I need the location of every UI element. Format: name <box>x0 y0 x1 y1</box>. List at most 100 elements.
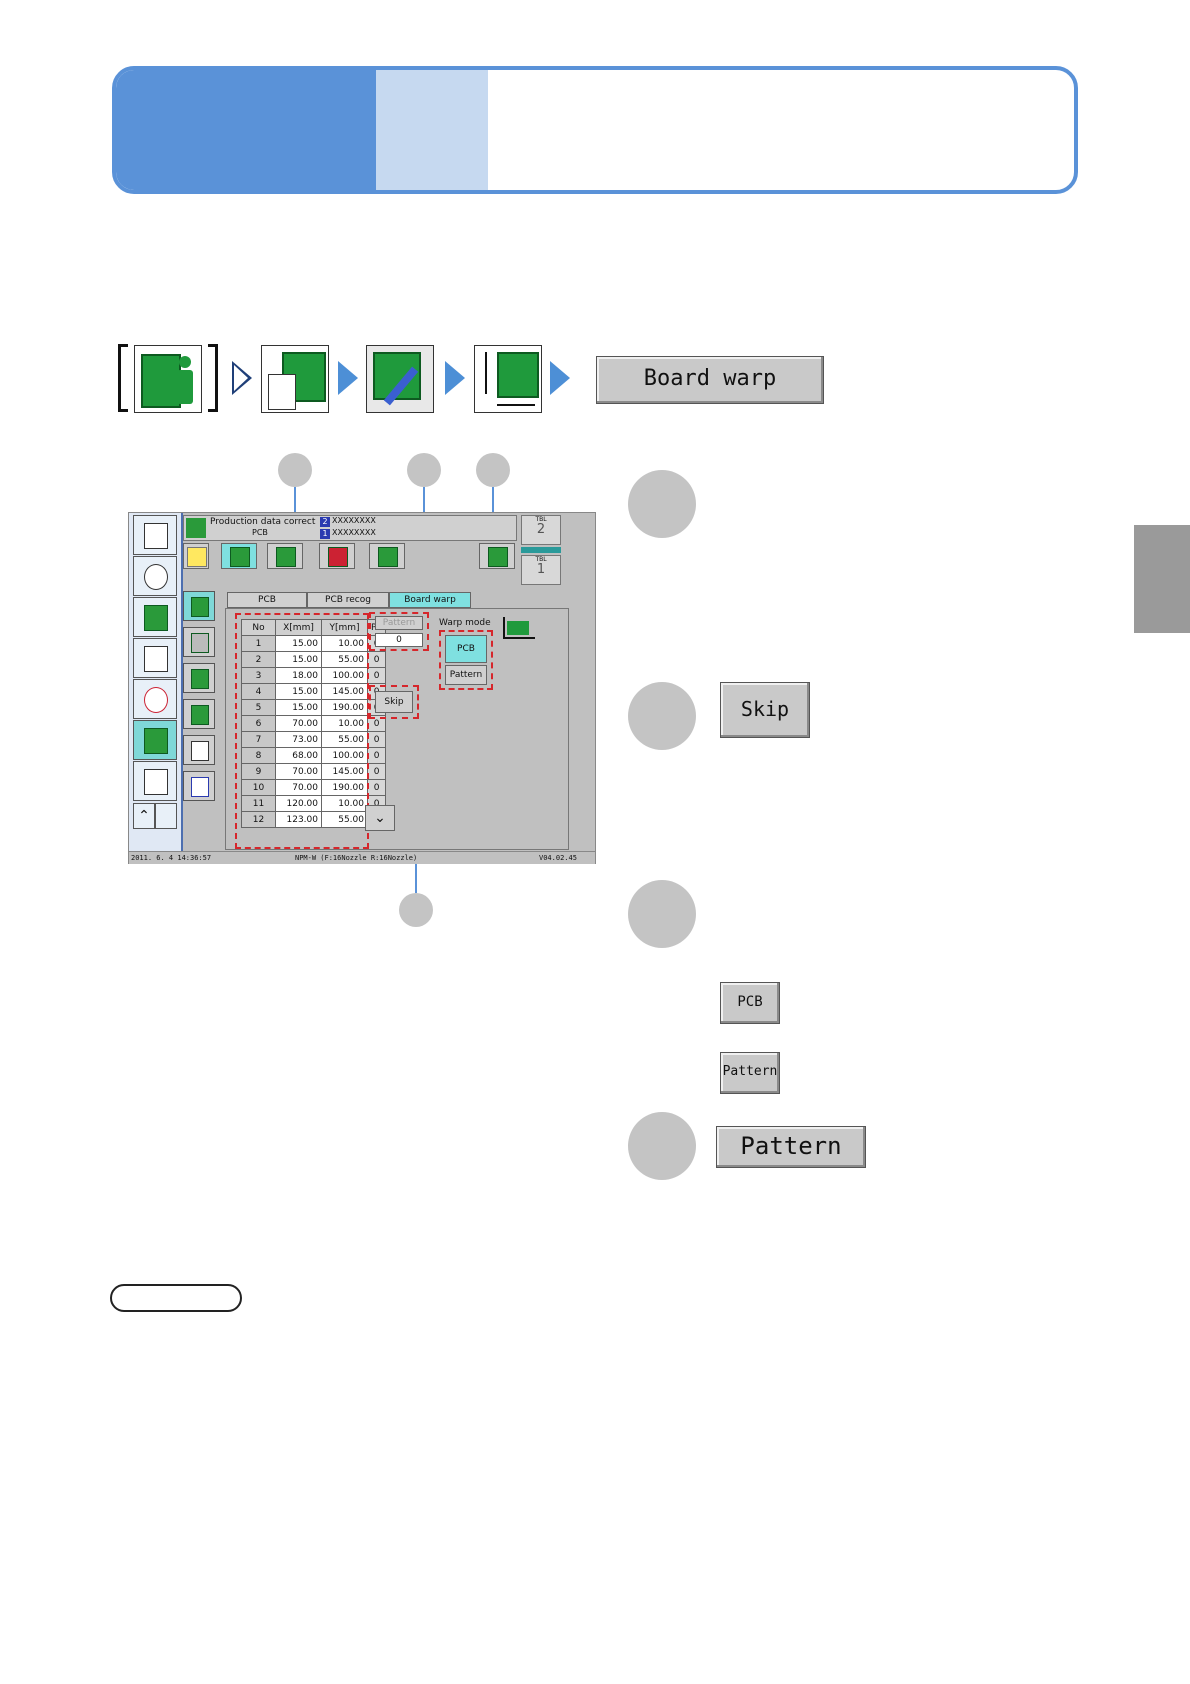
pattern-value-field[interactable]: 0 <box>375 633 423 647</box>
tool-arrow-button[interactable] <box>183 543 209 569</box>
pattern-highlight <box>369 612 429 651</box>
row-no: 1 <box>241 635 276 652</box>
row-pk[interactable]: 0 <box>366 731 387 748</box>
machine-screen-screenshot: ⌃ Production data correct PCB 2 XXXXXXXX… <box>128 512 596 864</box>
screen-title-bar: Production data correct PCB 2 XXXXXXXX 1… <box>183 515 517 541</box>
row-no: 12 <box>241 811 276 828</box>
table-1-indicator[interactable]: TBL 1 <box>521 555 561 585</box>
production-icon[interactable] <box>134 345 202 413</box>
callout-marker-3 <box>476 453 510 487</box>
col-y: Y[mm] <box>321 619 368 636</box>
tool-lane-button[interactable] <box>479 543 515 569</box>
scroll-up-icon[interactable]: ⌃ <box>133 803 155 829</box>
tab-board-warp[interactable]: Board warp <box>389 592 471 608</box>
production-data-icon[interactable] <box>261 345 329 413</box>
callout-marker-2 <box>407 453 441 487</box>
row-x[interactable]: 18.00 <box>275 667 322 684</box>
pcb-button-small[interactable]: PCB <box>720 982 780 1024</box>
row-pk[interactable]: 0 <box>366 651 387 668</box>
tool-component-button[interactable] <box>319 543 355 569</box>
bracket-left <box>118 344 128 412</box>
table-2-indicator[interactable]: TBL 2 <box>521 515 561 545</box>
chart-icon[interactable] <box>133 638 177 678</box>
banner-light-block <box>376 70 488 190</box>
row-y[interactable]: 100.00 <box>321 667 368 684</box>
row-y[interactable]: 55.00 <box>321 651 368 668</box>
warp-mode-highlight <box>439 630 493 690</box>
arrow-icon <box>445 361 465 395</box>
callout-marker-1 <box>278 453 312 487</box>
board-orientation-icon <box>501 617 535 641</box>
bracket-right <box>208 344 218 412</box>
tbl-number: 2 <box>536 522 546 537</box>
row-x[interactable]: 123.00 <box>275 811 322 828</box>
row-x[interactable]: 70.00 <box>275 715 322 732</box>
main-sidebar: ⌃ <box>129 513 183 863</box>
status-datetime: 2011. 6. 4 14:36:57 <box>131 854 212 862</box>
arrow-icon <box>338 361 358 395</box>
row-pk[interactable]: 0 <box>366 763 387 780</box>
row-no: 8 <box>241 747 276 764</box>
board-warp-icon[interactable] <box>474 345 542 413</box>
tool-pcb-button[interactable] <box>369 543 405 569</box>
note-label-pill <box>110 1284 242 1312</box>
row-no: 6 <box>241 715 276 732</box>
changeover-icon[interactable] <box>133 556 177 596</box>
lane-2-badge: 2 <box>320 517 330 527</box>
row-pk[interactable]: 0 <box>366 747 387 764</box>
split-board-icon[interactable] <box>183 663 215 693</box>
home-icon[interactable] <box>133 515 177 555</box>
lane-1-badge: 1 <box>320 529 330 539</box>
tray-icon[interactable] <box>183 771 215 801</box>
production-icon <box>186 518 206 538</box>
machine-icon[interactable] <box>133 761 177 801</box>
pcb-data-icon[interactable] <box>133 597 177 637</box>
page-down-button[interactable]: ⌄ <box>365 805 395 831</box>
row-x[interactable]: 73.00 <box>275 731 322 748</box>
tab-pcb-recog[interactable]: PCB recog <box>307 592 389 608</box>
row-no: 10 <box>241 779 276 796</box>
pattern-button-large[interactable]: Pattern <box>716 1126 866 1168</box>
tbl-label: TBL <box>535 516 547 523</box>
data-correct-icon[interactable] <box>366 345 434 413</box>
row-pk[interactable]: 0 <box>366 779 387 796</box>
sub-sidebar <box>183 591 217 803</box>
warp-mode-pcb-button[interactable]: PCB <box>445 635 487 663</box>
arrow-icon <box>232 361 252 395</box>
row-y[interactable]: 10.00 <box>321 635 368 652</box>
tab-pcb[interactable]: PCB <box>227 592 307 608</box>
table-divider <box>521 547 561 553</box>
section-header-banner <box>112 66 1078 194</box>
tbl-number: 1 <box>536 562 546 577</box>
row-y[interactable]: 10.00 <box>321 715 368 732</box>
skip-button[interactable]: Skip <box>375 691 413 713</box>
pattern-button-small[interactable]: Pattern <box>720 1052 780 1094</box>
row-y[interactable]: 190.00 <box>321 779 368 796</box>
status-machine: NPM-W (F:16Nozzle R:16Nozzle) <box>295 854 418 862</box>
row-x[interactable]: 120.00 <box>275 795 322 812</box>
skip-button-large[interactable]: Skip <box>720 682 810 738</box>
nozzle-icon[interactable] <box>183 627 215 657</box>
row-x[interactable]: 70.00 <box>275 779 322 796</box>
mark-icon[interactable] <box>183 699 215 729</box>
row-y[interactable]: 55.00 <box>321 811 368 828</box>
alarm-clock-icon[interactable] <box>133 679 177 719</box>
printer-icon[interactable] <box>155 803 177 829</box>
board-warp-mode-icon[interactable] <box>183 591 215 621</box>
arrow-icon <box>550 361 570 395</box>
feeder-icon[interactable] <box>183 735 215 765</box>
tool-board-warp-button[interactable] <box>267 543 303 569</box>
row-pk[interactable]: 0 <box>366 667 387 684</box>
table-header-row: No X[mm] Y[mm] PK <box>241 619 387 636</box>
warp-mode-pattern-button[interactable]: Pattern <box>445 665 487 685</box>
tool-data-correct-button[interactable] <box>221 543 257 569</box>
board-warp-button[interactable]: Board warp <box>596 356 824 404</box>
row-y[interactable]: 145.00 <box>321 683 368 700</box>
step-marker-4 <box>628 1112 696 1180</box>
production-data-icon[interactable] <box>133 720 177 760</box>
